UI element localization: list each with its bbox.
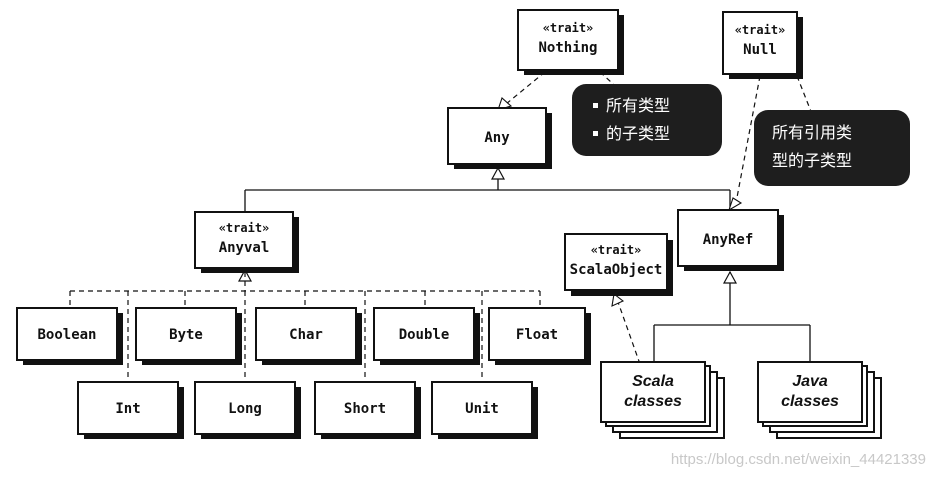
char-label: Char bbox=[289, 327, 323, 343]
long-label: Long bbox=[228, 401, 262, 417]
node-scalaobject: «trait» ScalaObject bbox=[564, 233, 673, 296]
any-label: Any bbox=[484, 130, 510, 146]
scala-classes-line2: classes bbox=[624, 393, 682, 410]
node-boolean: Boolean bbox=[16, 307, 123, 365]
note-nothing: 所有类型 的子类型 bbox=[572, 84, 722, 156]
null-note-line1: 所有引用类 bbox=[772, 123, 852, 142]
scala-scalaobject-arrowhead bbox=[611, 292, 625, 307]
node-anyref: AnyRef bbox=[677, 209, 784, 271]
node-long: Long bbox=[194, 381, 301, 439]
anyval-label: Anyval bbox=[219, 240, 270, 256]
anyval-stereotype: «trait» bbox=[219, 221, 270, 235]
java-classes-line2: classes bbox=[781, 393, 839, 410]
float-label: Float bbox=[516, 327, 558, 343]
byte-label: Byte bbox=[169, 327, 203, 343]
scalaobject-stereotype: «trait» bbox=[591, 243, 642, 257]
node-anyval: «trait» Anyval bbox=[194, 211, 299, 273]
java-classes-line1: Java bbox=[792, 373, 828, 390]
double-label: Double bbox=[399, 327, 450, 343]
node-float: Float bbox=[488, 307, 591, 365]
node-int: Int bbox=[77, 381, 184, 439]
short-label: Short bbox=[344, 401, 386, 417]
null-label: Null bbox=[743, 42, 777, 58]
nothing-to-any-dashed bbox=[505, 71, 546, 105]
node-any: Any bbox=[447, 107, 552, 169]
node-byte: Byte bbox=[135, 307, 242, 365]
null-note-line2: 型的子类型 bbox=[772, 151, 852, 170]
int-label: Int bbox=[115, 401, 140, 417]
node-unit: Unit bbox=[431, 381, 538, 439]
dashed-connectors bbox=[69, 71, 813, 382]
watermark-text: https://blog.csdn.net/weixin_44421339 bbox=[671, 451, 926, 468]
anyref-label: AnyRef bbox=[703, 232, 754, 248]
scala-classes-to-scalaobject-dashed bbox=[617, 301, 641, 365]
node-scala-classes: Scala classes bbox=[600, 361, 725, 439]
node-short: Short bbox=[314, 381, 421, 439]
any-arrowhead bbox=[490, 166, 506, 180]
anyref-arrowhead bbox=[722, 270, 738, 284]
node-java-classes: Java classes bbox=[757, 361, 882, 439]
unit-label: Unit bbox=[465, 401, 499, 417]
scalaobject-label: ScalaObject bbox=[570, 262, 663, 278]
nothing-note-line2: 的子类型 bbox=[606, 124, 670, 143]
nothing-label: Nothing bbox=[538, 40, 597, 56]
node-double: Double bbox=[373, 307, 480, 365]
scala-classes-line1: Scala bbox=[632, 373, 674, 390]
bullet-icon bbox=[593, 131, 598, 136]
null-stereotype: «trait» bbox=[735, 23, 786, 37]
node-char: Char bbox=[255, 307, 362, 365]
null-anyref-arrowhead bbox=[728, 197, 743, 212]
note-null: 所有引用类 型的子类型 bbox=[754, 110, 910, 186]
bullet-icon bbox=[593, 103, 598, 108]
nothing-stereotype: «trait» bbox=[543, 21, 594, 35]
node-null: «trait» Null bbox=[722, 11, 803, 79]
nothing-to-note-dashed bbox=[599, 71, 623, 93]
nothing-note-line1: 所有类型 bbox=[606, 96, 670, 115]
node-nothing: «trait» Nothing bbox=[517, 9, 624, 75]
null-to-note-dashed bbox=[796, 75, 813, 115]
null-to-anyref-dashed bbox=[734, 75, 761, 209]
boolean-label: Boolean bbox=[37, 327, 96, 343]
